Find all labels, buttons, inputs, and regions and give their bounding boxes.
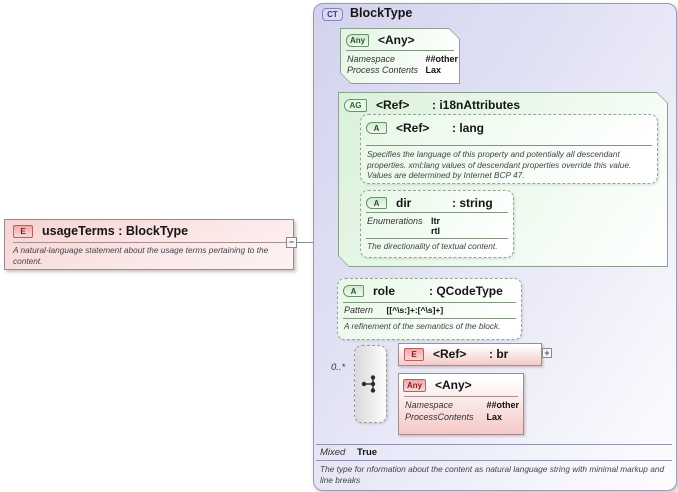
- enum-value: ltr: [431, 216, 440, 226]
- property-name: Namespace: [405, 400, 454, 410]
- element-annotation: A natural-language statement about the u…: [13, 245, 269, 266]
- mixed-value: True: [357, 447, 378, 458]
- pattern-label: Pattern: [344, 305, 374, 315]
- lang-attribute-node[interactable]: A <Ref> : lang Specifies the language of …: [360, 114, 658, 184]
- attribute-group-badge: AG: [344, 99, 367, 112]
- property-value: ##other: [486, 400, 520, 410]
- element-badge: E: [13, 224, 33, 238]
- attr-group-name: <Ref>: [376, 98, 410, 112]
- attribute-annotation: Specifies the language of this property …: [367, 149, 632, 180]
- divider: [316, 460, 672, 461]
- any-wildcard-node[interactable]: Any <Any> Namespace ##other Process Cont…: [340, 28, 460, 84]
- pattern-value: [[^\s:]+:[^\s]+]: [386, 305, 444, 315]
- any-badge: Any: [346, 34, 369, 47]
- complextype-badge: CT: [322, 8, 343, 21]
- mixed-label: Mixed: [320, 447, 346, 458]
- enum-value: rtl: [431, 226, 440, 236]
- choice-icon: [361, 375, 375, 393]
- panel-annotation: The type for nformation about the conten…: [320, 464, 665, 485]
- divider: [366, 238, 508, 239]
- attribute-badge: A: [343, 285, 364, 297]
- connector-line: [297, 242, 326, 243]
- occurrence-label: 0..*: [331, 362, 346, 373]
- attribute-name: dir: [396, 196, 412, 210]
- divider: [13, 242, 287, 243]
- br-element-node[interactable]: E <Ref> : br: [398, 343, 542, 366]
- property-name: Process Contents: [347, 65, 419, 75]
- role-attribute-node[interactable]: A role : QCodeType Pattern [[^\s:]+:[^\s]…: [337, 278, 522, 340]
- any-title: <Any>: [378, 33, 415, 47]
- enumerations-label: Enumerations: [367, 216, 423, 226]
- any-badge: Any: [403, 378, 426, 392]
- divider: [366, 145, 652, 146]
- attribute-badge: A: [366, 197, 387, 209]
- divider: [404, 396, 518, 397]
- any-title: <Any>: [435, 378, 472, 392]
- collapse-icon[interactable]: −: [286, 237, 297, 248]
- attribute-name: role: [373, 284, 396, 298]
- expand-icon[interactable]: +: [542, 348, 552, 358]
- divider: [343, 302, 516, 303]
- property-name: Namespace: [347, 54, 396, 64]
- attr-group-type: : i18nAttributes: [432, 98, 521, 112]
- property-value: Lax: [486, 412, 503, 422]
- divider: [343, 318, 516, 319]
- any-wildcard-node-2[interactable]: Any <Any> Namespace ##other ProcessConte…: [398, 373, 524, 435]
- panel-title: BlockType: [350, 6, 413, 20]
- divider: [346, 50, 454, 51]
- property-name: ProcessContents: [405, 412, 474, 422]
- attribute-badge: A: [366, 122, 387, 134]
- property-value: Lax: [425, 65, 442, 75]
- choice-compositor-node[interactable]: [354, 345, 387, 423]
- attribute-annotation: A refinement of the semantics of the blo…: [344, 321, 501, 331]
- property-value: ##other: [425, 54, 459, 64]
- attribute-type: : string: [452, 196, 493, 210]
- element-title: usageTerms : BlockType: [42, 224, 189, 238]
- attribute-name: <Ref>: [396, 121, 430, 135]
- divider: [366, 212, 508, 213]
- usageterms-element-node[interactable]: E usageTerms : BlockType A natural-langu…: [4, 219, 294, 270]
- divider: [316, 444, 672, 445]
- attribute-type: : QCodeType: [429, 284, 503, 298]
- attribute-annotation: The directionality of textual content.: [367, 241, 498, 251]
- element-name: <Ref>: [433, 347, 467, 361]
- attribute-type: : lang: [452, 121, 484, 135]
- element-badge: E: [404, 347, 424, 361]
- element-type: : br: [489, 347, 509, 361]
